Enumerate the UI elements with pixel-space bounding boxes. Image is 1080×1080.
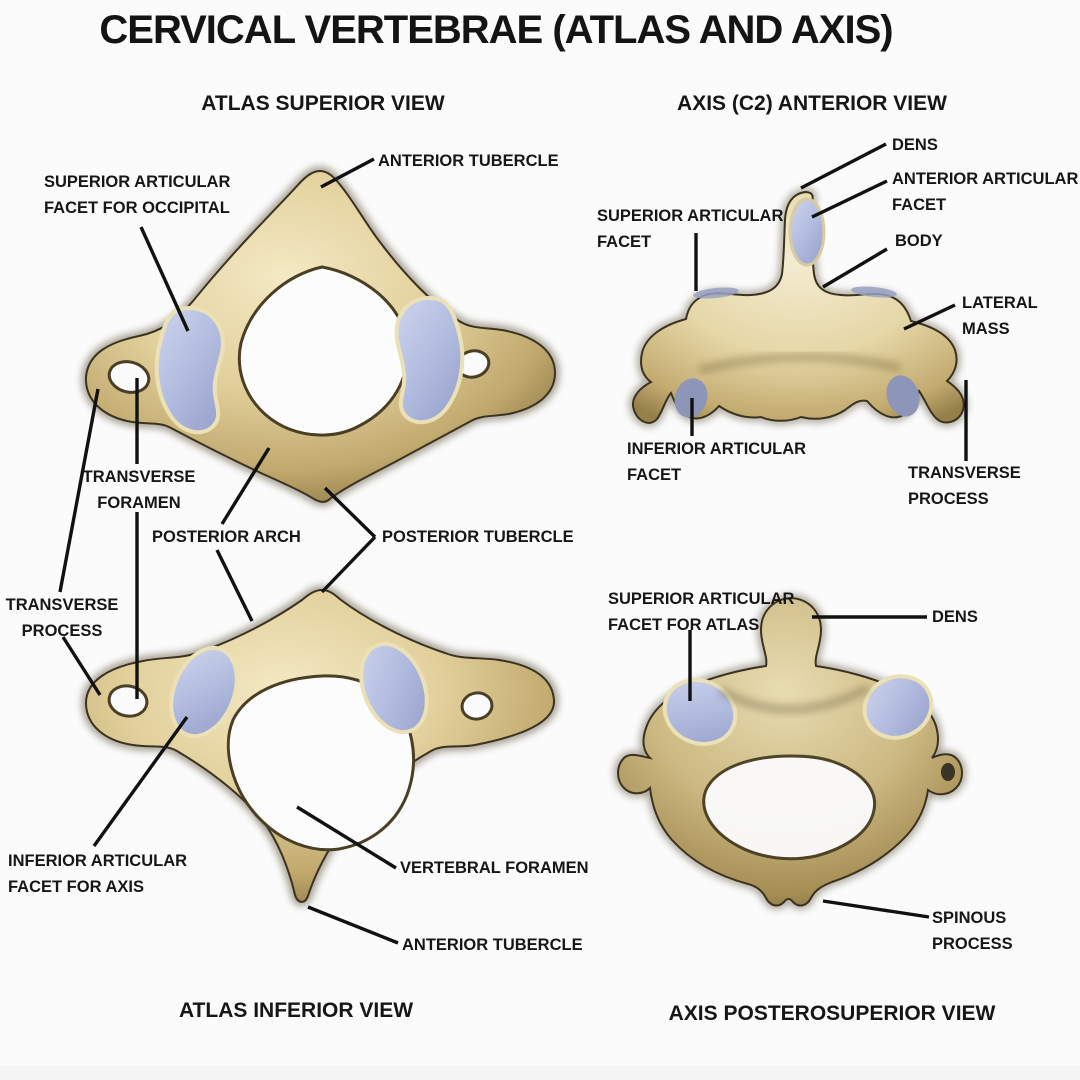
atlas-inferior-bone [81,585,559,906]
label-posterior-tubercle: POSTERIOR TUBERCLE [382,528,574,546]
leader-body [822,247,888,289]
leader-spinous-process [822,899,930,919]
label-body: BODY [895,232,943,250]
label-transverse-process-left: TRANSVERSE PROCESS [5,596,119,640]
label-inferior-articular-facet-axis: INFERIOR ARTICULAR FACET FOR AXIS [8,852,188,896]
leader-superior-articular-facet-occipital [139,226,190,332]
axis-anterior-bone [629,188,968,427]
bottom-strip [0,1066,1080,1080]
leader-posterior-tubercle-upper [323,486,377,539]
caption-axis-anterior: AXIS (C2) ANTERIOR VIEW [677,92,947,115]
leader-vertebral-foramen [296,805,397,870]
label-vertebral-foramen: VERTEBRAL FORAMEN [400,859,589,877]
leader-transverse-process-upper [58,388,100,593]
label-dens-posterosuperior: DENS [932,608,978,626]
label-superior-articular-facet-atlas: SUPERIOR ARTICULAR FACET FOR ATLAS [608,590,795,634]
label-lateral-mass: LATERAL MASS [962,294,1038,338]
leader-posterior-arch-upper [220,447,271,525]
label-superior-articular-facet-axis: SUPERIOR ARTICULAR FACET [597,207,784,251]
label-posterior-arch: POSTERIOR ARCH [152,528,301,546]
atlas-superior-bone [82,166,560,506]
caption-atlas-inferior: ATLAS INFERIOR VIEW [178,999,414,1022]
label-spinous-process: SPINOUS PROCESS [932,909,1013,953]
leader-anterior-articular-facet [811,179,888,219]
leader-inferior-articular-facet-axis [92,716,189,847]
axis-posterosuperior-bone [614,594,966,909]
leader-lines [58,142,968,945]
page-title: CERVICAL VERTEBRAE (ATLAS AND AXIS) [99,8,893,52]
label-anterior-articular-facet: ANTERIOR ARTICULAR FACET [892,170,1079,214]
leader-transverse-process-lower [61,636,102,696]
label-anterior-tubercle-superior: ANTERIOR TUBERCLE [378,152,559,170]
leader-lateral-mass [903,303,956,331]
caption-atlas-superior: ATLAS SUPERIOR VIEW [201,92,445,115]
leader-posterior-arch-lower [215,549,254,622]
leader-dens-anterior [800,142,887,190]
label-superior-articular-facet-occipital: SUPERIOR ARTICULAR FACET FOR OCCIPITAL [44,173,231,217]
label-transverse-process-axis: TRANSVERSE PROCESS [908,464,1021,508]
label-transverse-foramen: TRANSVERSE FORAMEN [82,468,196,512]
leader-posterior-tubercle-lower [320,535,377,594]
caption-axis-posterosuperior: AXIS POSTEROSUPERIOR VIEW [668,1002,996,1025]
leader-anterior-tubercle-superior [320,157,375,189]
label-dens-anterior: DENS [892,136,938,154]
label-inferior-articular-facet: INFERIOR ARTICULAR FACET [627,440,807,484]
leader-anterior-tubercle-inferior [307,905,399,945]
label-anterior-tubercle-inferior: ANTERIOR TUBERCLE [402,936,583,954]
